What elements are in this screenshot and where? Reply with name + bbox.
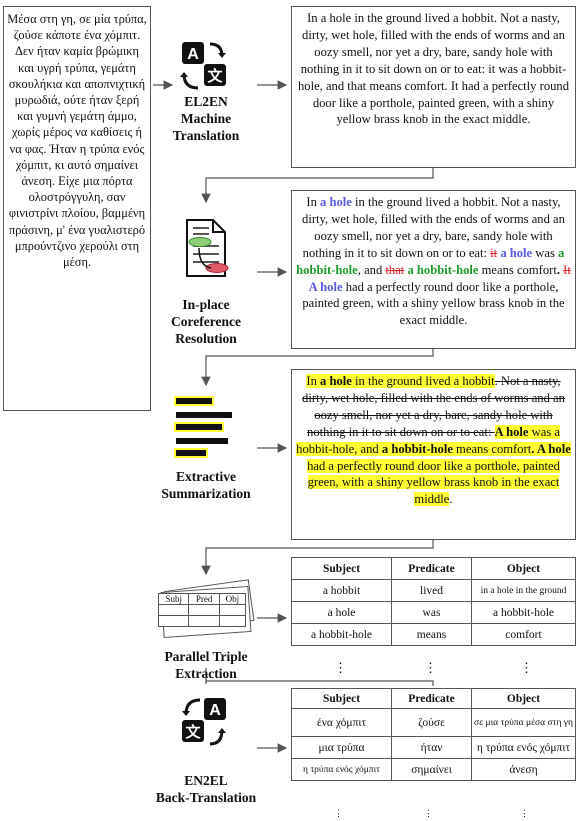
table-row: a hobbit lived in a hole in the ground (291, 579, 576, 602)
ellipsis: ⋮ (424, 660, 437, 675)
english-triples-table: Subject Predicate Object a hobbit lived … (291, 557, 576, 646)
svg-text:A: A (209, 702, 221, 719)
table-row: μια τρύπα ήταν η τρύπα ενός χόμπιτ (291, 736, 576, 759)
triple-table-icon: Subj Pred Obj (157, 579, 255, 641)
step-back-label: EN2EL Back-Translation (155, 773, 257, 805)
ellipsis: ⋮ (520, 660, 533, 675)
ellipsis: ⋮ (520, 808, 529, 818)
step-summ-label: Extractive Summarization (161, 469, 251, 501)
document-coref-icon (186, 219, 229, 277)
col-object: Object (471, 557, 576, 580)
table-row: a hole was a hobbit-hole (291, 601, 576, 624)
coref-resolved-text: In a hole in the ground lived a hobbit. … (291, 190, 576, 349)
extractive-summary-text: In a hole in the ground lived a hobbit. … (291, 369, 576, 540)
greek-triples-table: Subject Predicate Object ένα χόμπιτ ζούσ… (291, 688, 576, 781)
summarization-icon (174, 396, 232, 458)
arrow-table-to-back (205, 680, 434, 686)
table-row: η τρύπα ενός χόμπιτ σημαίνει άνεση (291, 758, 576, 781)
ellipsis: ⋮ (334, 660, 347, 675)
arrow-text-to-coref (201, 168, 434, 204)
step-triple-label: Parallel Triple Extraction (164, 649, 248, 681)
translate-icon: A 文 (180, 42, 226, 90)
step-translation-label: EL2EN Machine Translation (172, 94, 240, 143)
svg-text:文: 文 (207, 67, 223, 85)
step-coref-label: In-place Coreference Resolution (171, 297, 241, 346)
translated-text: In a hole in the ground lived a hobbit. … (291, 6, 576, 168)
col-subject: Subject (291, 557, 392, 580)
col-predicate: Predicate (391, 688, 472, 709)
col-object: Object (471, 688, 576, 709)
ellipsis: ⋮ (424, 808, 433, 818)
col-predicate: Predicate (391, 557, 472, 580)
svg-text:文: 文 (185, 723, 201, 741)
source-greek-text: Μέσα στη γη, σε μία τρύπα, ζούσε κάποτε … (3, 6, 151, 411)
table-row: ένα χόμπιτ ζούσε σε μια τρύπα μέσα στη γ… (291, 708, 576, 737)
svg-text:A: A (187, 46, 199, 63)
col-subject: Subject (291, 688, 392, 709)
arrow-coref-to-summ (201, 349, 434, 387)
ellipsis: ⋮ (334, 808, 343, 818)
back-translate-icon: A 文 (182, 698, 226, 746)
arrow-summ-to-triple (201, 540, 434, 576)
table-row: a hobbit-hole means comfort (291, 623, 576, 646)
